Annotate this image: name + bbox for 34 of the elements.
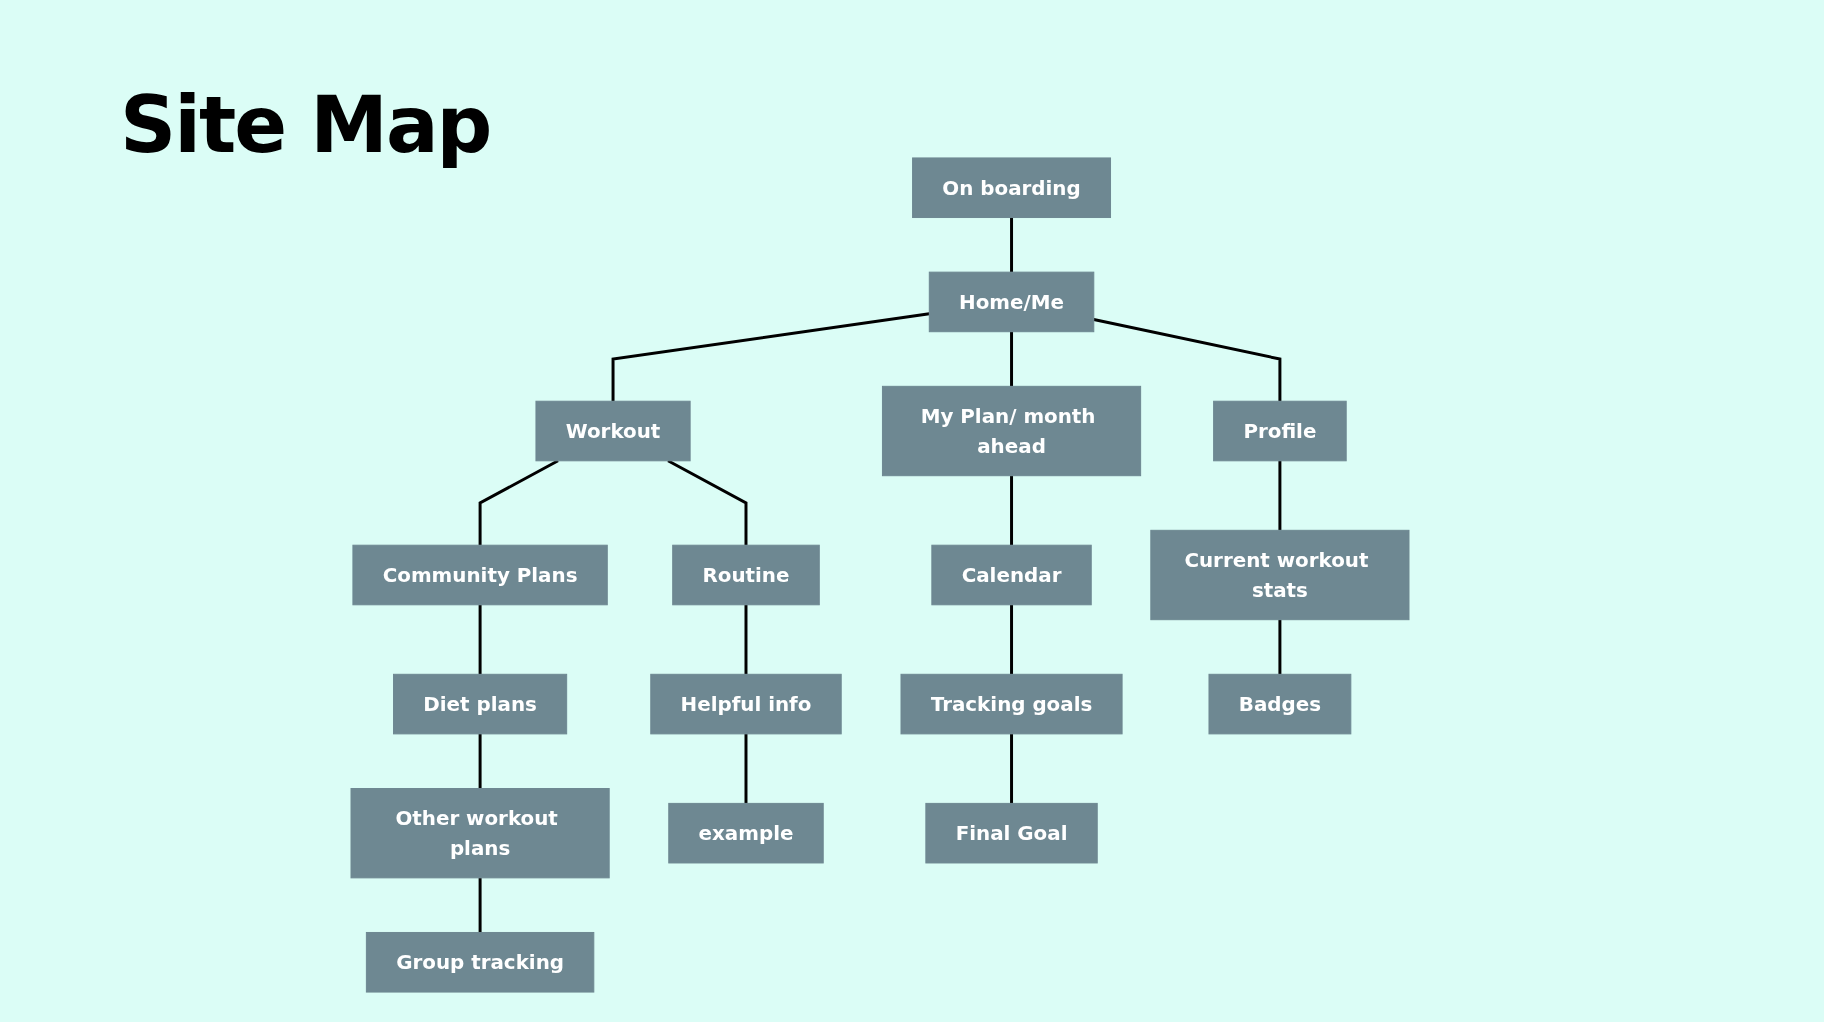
node-box: example — [668, 802, 824, 864]
node-box: Workout — [535, 400, 691, 462]
connector — [1093, 317, 1282, 402]
connector — [478, 877, 482, 933]
node-box: On boarding — [912, 157, 1111, 218]
node-box: Diet plans — [393, 673, 568, 735]
node-box: My Plan/ month ahead — [881, 385, 1142, 477]
node-box: Profile — [1213, 400, 1347, 462]
node-box: Community Plans — [352, 544, 608, 606]
node-box: Badges — [1208, 673, 1352, 735]
connector — [478, 459, 559, 546]
node-box: Calendar — [931, 544, 1092, 606]
connector — [1278, 460, 1282, 531]
node-box: Tracking goals — [900, 673, 1123, 735]
connector — [1278, 619, 1282, 675]
connector — [1010, 475, 1014, 546]
connector — [1010, 733, 1014, 804]
node-box: Helpful info — [650, 673, 842, 735]
node-box: Group tracking — [365, 932, 595, 993]
title: Site Map — [120, 80, 491, 170]
node-box: Home/Me — [928, 271, 1095, 333]
node-box: Current workout stats — [1150, 529, 1410, 621]
connector — [611, 312, 930, 402]
node-box: Final Goal — [925, 802, 1098, 864]
connector — [667, 459, 748, 546]
connector — [1010, 331, 1014, 387]
connector — [1010, 217, 1014, 273]
node-box: Other workout plans — [350, 788, 610, 879]
connector — [744, 604, 748, 675]
connector — [1010, 604, 1014, 675]
connector — [744, 733, 748, 804]
connector — [478, 604, 482, 675]
node-box: Routine — [672, 544, 820, 606]
connector — [478, 733, 482, 789]
